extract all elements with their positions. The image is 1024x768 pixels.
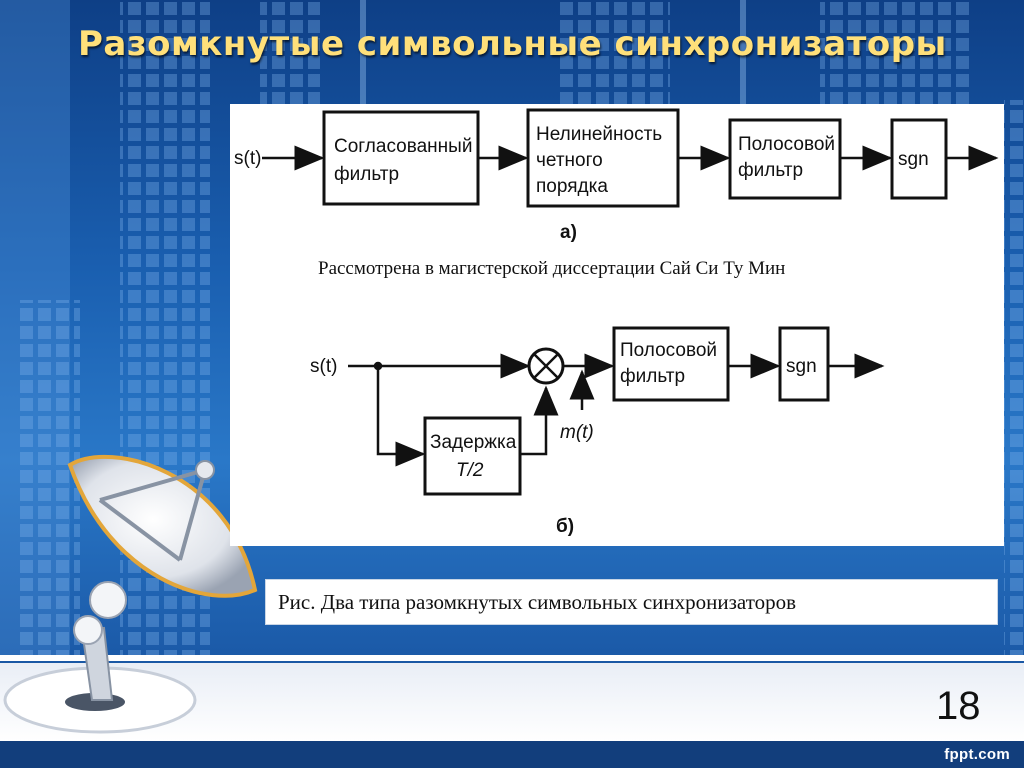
bandpass-line2: фильтр	[738, 160, 803, 181]
delay-line1: Задержка	[430, 432, 517, 453]
nonlinearity-line2: четного	[536, 150, 603, 171]
sgn-label-a: sgn	[898, 149, 929, 170]
sub-label-a: а)	[560, 222, 577, 243]
matched-filter-block	[322, 110, 480, 206]
matched-filter-line2: фильтр	[334, 164, 399, 185]
figure-caption: Рис. Два типа разомкнутых символьных син…	[278, 590, 797, 614]
delay-line2: T/2	[456, 460, 484, 481]
diagram-b-panel: s(t) Задержка T/2 m(t) Полосовой фильтр …	[230, 296, 1004, 546]
figure-caption-box: Рис. Два типа разомкнутых символьных син…	[265, 579, 998, 625]
satellite-dish-icon	[3, 454, 258, 734]
sgn-label-b: sgn	[786, 356, 817, 377]
slide-title: Разомкнутые символьные синхронизаторы	[78, 24, 947, 64]
bandpass-filter-block	[728, 118, 842, 200]
input-label-b: s(t)	[310, 356, 337, 377]
bandpass-line2-b: фильтр	[620, 366, 685, 387]
matched-filter-line1: Согласованный	[334, 136, 472, 157]
sgn-block	[890, 118, 948, 200]
diagram-a-panel: s(t) Согласованный фильтр Нелинейность ч…	[230, 104, 1004, 298]
signal-label-m: m(t)	[560, 422, 594, 443]
sub-label-b: б)	[556, 516, 574, 537]
nonlinearity-line3: порядка	[536, 176, 608, 197]
nonlinearity-line1: Нелинейность	[536, 124, 662, 145]
bandpass-filter-block-b	[612, 326, 730, 402]
bandpass-line1: Полосовой	[738, 134, 835, 155]
nonlinearity-block	[526, 108, 680, 208]
diagram-a: s(t) Согласованный фильтр Нелинейность ч…	[234, 108, 999, 243]
diagram-b: s(t) Задержка T/2 m(t) Полосовой фильтр …	[310, 326, 885, 537]
footer-brand: fppt.com	[944, 746, 1010, 763]
multiplier-node	[527, 347, 565, 385]
delay-block	[423, 416, 522, 496]
sgn-block-b	[778, 326, 830, 402]
bandpass-line1-b: Полосовой	[620, 340, 717, 361]
page-number: 18	[936, 684, 981, 728]
input-label-a: s(t)	[234, 148, 261, 169]
dissertation-note: Рассмотрена в магистерской диссертации С…	[318, 258, 786, 279]
